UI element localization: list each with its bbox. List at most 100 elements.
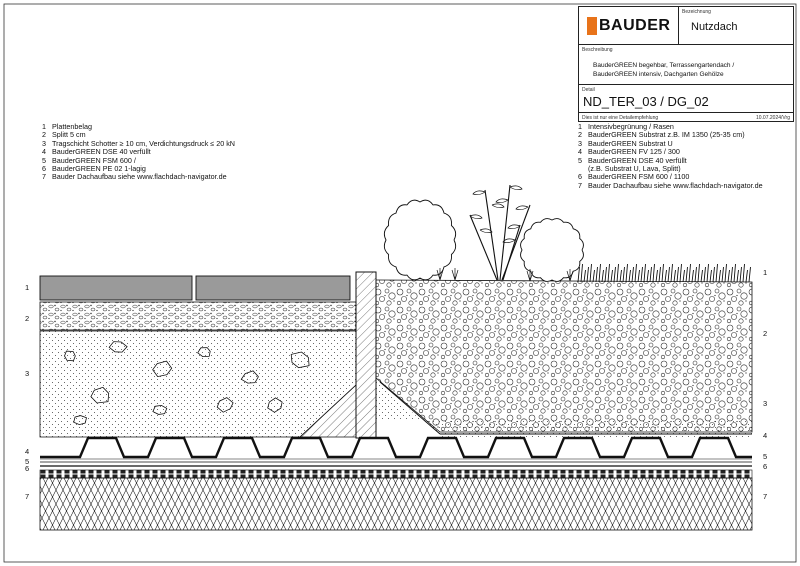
gravel-stone [152, 360, 173, 378]
detail-code: ND_TER_03 / DG_02 [583, 94, 709, 109]
gravel-stone [267, 397, 283, 413]
gravel-stone [197, 347, 211, 358]
legend-number: 4 [578, 147, 582, 157]
layer-label: 7 [763, 492, 768, 501]
layer-label: 2 [25, 314, 30, 323]
layer-label: 7 [25, 492, 30, 501]
plant-leaf [502, 238, 516, 244]
legend-number: 3 [578, 138, 582, 148]
plant-stem [502, 224, 521, 281]
legend-text: BauderGREEN DSE 40 verfüllt [588, 155, 687, 165]
legend-text: BauderGREEN Substrat z.B. IM 1350 (25-35… [588, 130, 745, 140]
description-line2: BauderGREEN intensiv, Dachgarten Gehölze [593, 71, 724, 78]
legend-item: 3 BauderGREEN Substrat U [578, 138, 763, 148]
legend-number: 7 [42, 172, 46, 182]
sheet-frame [3, 3, 797, 563]
ground-plants [436, 268, 574, 282]
footer-note: Dies ist nur eine Detailempfehlung [582, 115, 659, 121]
legend-item: 1 Plattenbelag [42, 122, 235, 131]
description-caption: Beschreibung [582, 47, 613, 53]
legend-item: (z.B. Substrat U, Lava, Splitt) [578, 164, 763, 174]
legend-number: 6 [578, 172, 582, 182]
lawn-grass [577, 263, 751, 283]
detail-cell: Detail ND_TER_03 / DG_02 [579, 85, 793, 113]
plant-leaf [507, 224, 521, 230]
logo-text: BAUDER [599, 17, 671, 34]
shrub [520, 218, 584, 282]
gravel-base-layer [39, 330, 357, 438]
plant-leaf [472, 190, 486, 196]
designation-caption: Bezeichnung [682, 9, 711, 15]
legend-text: Tragschicht Schotter ≥ 10 cm, Verdichtun… [52, 138, 235, 148]
split-layer [39, 301, 357, 331]
legend-item: 5 BauderGREEN DSE 40 verfüllt [578, 155, 763, 165]
legend-number: 2 [42, 130, 46, 140]
plant-leaf [509, 185, 523, 191]
designation-cell: Bezeichnung Nutzdach [679, 7, 793, 45]
legend-number: 6 [42, 164, 46, 174]
drawing-date: 10.07.2024/Vrg [755, 115, 790, 121]
description-line1: BauderGREEN begehbar, Terrassengartendac… [593, 62, 735, 69]
legend-number: 1 [42, 122, 46, 131]
legend-item: 7 Bauder Dachaufbau siehe www.flachdach-n… [42, 172, 235, 182]
layer-label: 5 [25, 457, 30, 466]
gravel-stone [216, 397, 234, 413]
legend-text: Intensivbegrünung / Rasen [588, 122, 674, 131]
legend-item: 6 BauderGREEN PE 02 1-lagig [42, 164, 235, 174]
legend-item: 5 BauderGREEN FSM 600 / [42, 155, 235, 165]
paving-slab [195, 275, 351, 301]
layer-label: 2 [763, 329, 768, 338]
legend-text: BauderGREEN FSM 600 / 1100 [588, 172, 690, 182]
plant-leaf [491, 203, 505, 209]
layer-label: 6 [25, 464, 30, 473]
designation-value: Nutzdach [691, 21, 738, 33]
insulation-layer [39, 477, 753, 531]
legend-item: 2 Splitt 5 cm [42, 130, 235, 140]
legend-number: 2 [578, 130, 582, 140]
layer-label: 3 [763, 399, 768, 408]
legend-text: Plattenbelag [52, 122, 92, 131]
gravel-stone [90, 386, 110, 404]
plant-leaf [469, 214, 483, 220]
gravel-stone [108, 341, 128, 353]
legend-text: BauderGREEN DSE 40 verfüllt [52, 147, 151, 157]
layer-label: 1 [763, 268, 768, 277]
gravel-stone [240, 370, 259, 384]
legend-text: Bauder Dachaufbau siehe www.flachdach-na… [52, 172, 227, 182]
layer-label: 4 [763, 431, 768, 440]
legend-item: 1 Intensivbegrünung / Rasen [578, 122, 763, 131]
legend-number: 3 [42, 138, 46, 148]
layer-label: 1 [25, 283, 30, 292]
gravel-stone [290, 351, 310, 369]
plant-leaf [479, 228, 493, 234]
title-block: BAUDER Bezeichnung Nutzdach Beschreibung… [578, 6, 794, 122]
layer-label: 4 [25, 447, 30, 456]
legend-text: Splitt 5 cm [52, 130, 86, 140]
legend-text: BauderGREEN Substrat U [588, 138, 673, 148]
logo-cell: BAUDER [579, 7, 679, 45]
plant-stem [484, 189, 499, 281]
legend-text: BauderGREEN PE 02 1-lagig [52, 164, 146, 174]
legend-number: 5 [42, 155, 46, 165]
legend-number: 1 [578, 122, 582, 131]
protection-mat-layer [39, 469, 753, 479]
plant-stem [499, 184, 511, 281]
logo-mark [587, 17, 597, 35]
legend-text: BauderGREEN FSM 600 / [52, 155, 136, 165]
legend-item: 6 BauderGREEN FSM 600 / 1100 [578, 172, 763, 182]
gravel-stone [73, 415, 87, 426]
paving-slab [39, 275, 193, 301]
legend-number: 5 [578, 155, 582, 165]
detail-caption: Detail [582, 87, 595, 93]
shrub [383, 199, 457, 281]
gravel-stone [152, 404, 168, 415]
plant-leaf [515, 205, 529, 211]
legend-text: (z.B. Substrat U, Lava, Splitt) [588, 164, 681, 174]
drainage-element [40, 436, 752, 459]
layer-label: 3 [25, 369, 30, 378]
